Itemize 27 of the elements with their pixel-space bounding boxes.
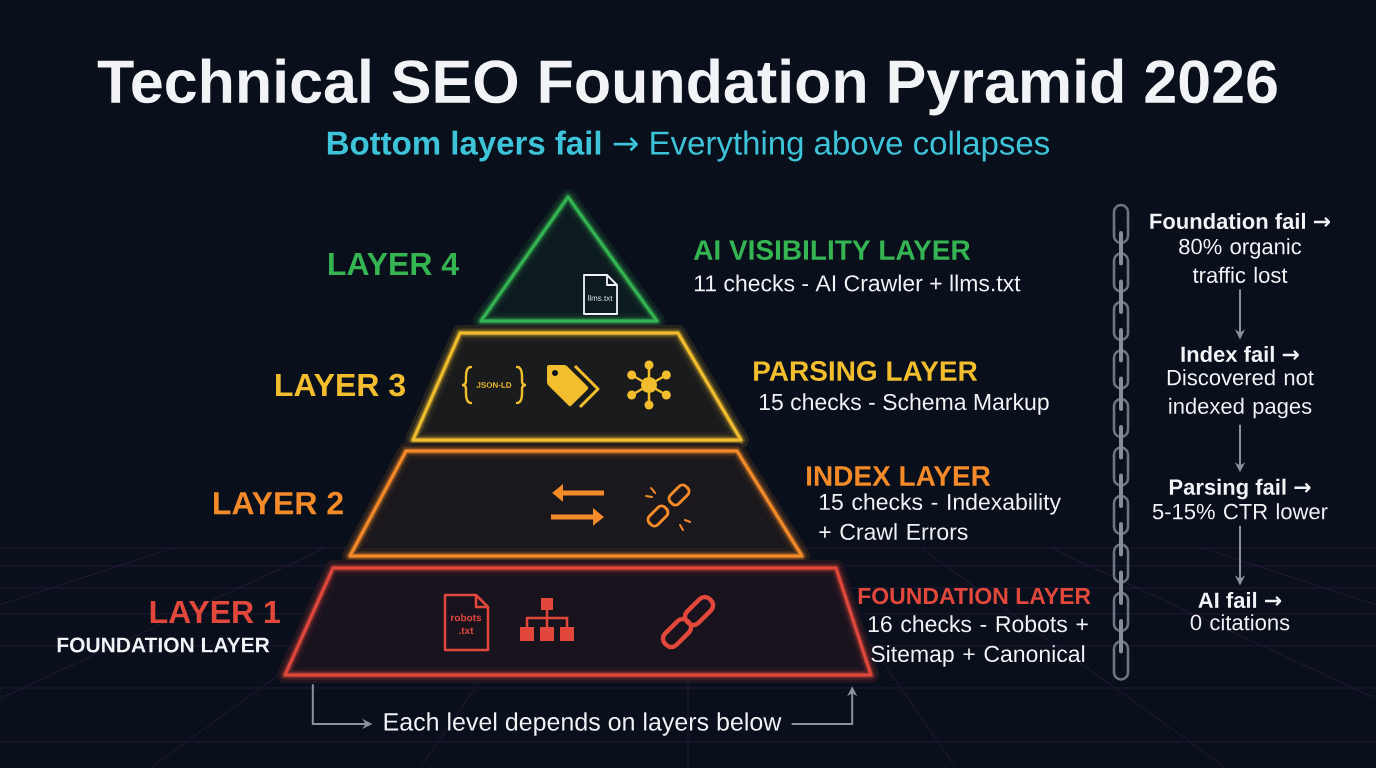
layer-label: LAYER 3 [276, 373, 405, 397]
code-label: JSON-LD [476, 382, 512, 388]
failure-impact: 5-15% CTR lower [1152, 503, 1328, 520]
layer-heading: PARSING LAYER [754, 361, 978, 381]
layer-description: 15 checks - Schema Markup [759, 393, 1049, 415]
failure-impact: Discovered not indexed pages [1167, 369, 1314, 419]
layer-label: LAYER 4 [329, 253, 459, 275]
failure-heading: Parsing fail → [1169, 478, 1311, 500]
failure-impact: 80% organic traffic lost [1179, 238, 1302, 283]
layer-label: LAYER 1 [150, 601, 280, 623]
layer-description: 11 checks - AI Crawler + llms.txt [694, 274, 1021, 292]
layer-label: LAYER 2 [214, 491, 343, 515]
layer-description: 15 checks - Indexability + Crawl Errors [819, 493, 1061, 540]
layer-heading: INDEX LAYER [807, 466, 991, 486]
title: Technical SEO Foundation Pyramid 2026 [97, 58, 1277, 116]
layer-heading: FOUNDATION LAYER [858, 587, 1091, 605]
failure-heading: Foundation fail → [1150, 212, 1330, 230]
layer-heading: AI VISIBILITY LAYER [693, 240, 971, 260]
note: Each level depends on layers below [384, 712, 782, 736]
failure-heading: AI fail → [1198, 591, 1282, 609]
layer-sublabel: FOUNDATION LAYER [57, 637, 270, 653]
file-label: llms.txt [588, 295, 613, 301]
file-label: robots .txt [451, 613, 482, 635]
failure-heading: Index fail → [1181, 345, 1299, 363]
subtitle: Bottom layers fail → Everything above collapses [327, 130, 1050, 162]
layer-description: 16 checks - Robots + Sitemap + Canonical [868, 615, 1088, 667]
failure-impact: 0 citations [1190, 614, 1290, 631]
